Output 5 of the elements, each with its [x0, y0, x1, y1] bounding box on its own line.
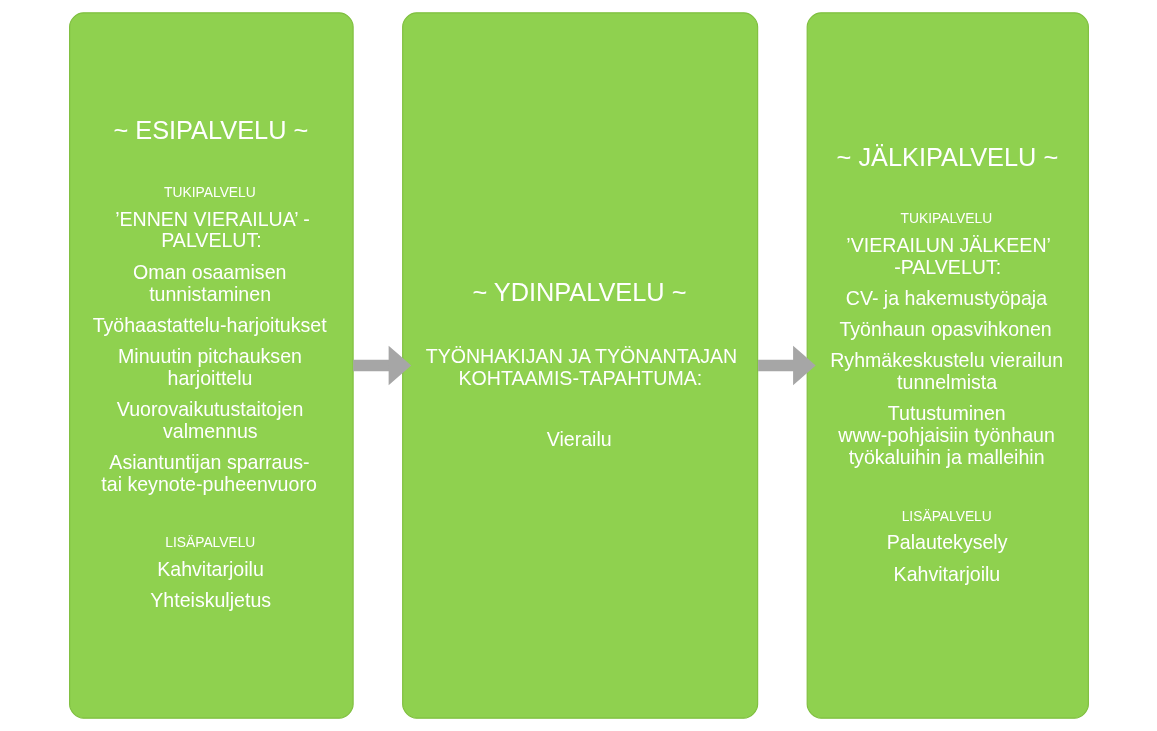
node-box: ~ JÄLKIPALVELU ~ TUKIPALVELU ’VIERAILUN JÄLKEEN’ -PALVELUT: CV- ja hakemustyöpaja Työnhaun opasvihkonen Ryhmäkeskustelu vierailun tunnelmista Tutustuminen www-pohjaisiin työnhaun työkaluihin ja malleihin LISÄPALVELU Palautekysely Kahvitarjoilu: [806, 12, 1089, 719]
node-box: ~ YDINPALVELU ~ TYÖNHAKIJAN JA TYÖNANTAJAN KOHTAAMIS-TAPAHTUMA: Vierailu: [401, 12, 758, 719]
node-box: ~ ESIPALVELU ~ TUKIPALVELU ’ENNEN VIERAILUA’ - PALVELUT: Oman osaamisen tunnistaminen Työhaastattelu-harjoitukset Minuutin pitchauksen harjoittelu Vuorovaikutustaitojen valmennus Asiantuntijan sparraus- tai keynote-puheenvuoro LISÄPALVELU Kahvitarjoilu Yhteiskuljetus: [68, 12, 354, 719]
arrow: [757, 345, 816, 386]
arrow: [352, 345, 411, 386]
